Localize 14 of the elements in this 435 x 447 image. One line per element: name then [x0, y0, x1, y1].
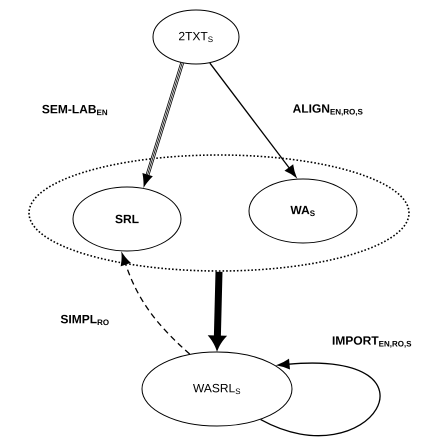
arrow: [120, 253, 190, 355]
arrow: [260, 359, 380, 436]
arrow: [210, 272, 226, 349]
ellipse-node: WA$_{S}$: [248, 178, 358, 244]
edge-label: SEM-LAB$_{EN}$: [42, 104, 108, 116]
edge-label: ALIGN$_{EN,RO,S}$: [292, 104, 363, 116]
ellipse-node: WASRL$_{S}$: [142, 352, 292, 426]
edge-label: SIMPL$_{RO}$: [60, 314, 109, 326]
ellipse-node: SRL: [72, 186, 182, 252]
group-ellipse: [28, 154, 410, 272]
arrow: [209, 62, 296, 178]
edge-label: IMPORT$_{EN,RO,S}$: [332, 336, 412, 348]
arrow: [142, 62, 184, 187]
ellipse-node: 2TXT$_{S}$: [152, 10, 240, 64]
